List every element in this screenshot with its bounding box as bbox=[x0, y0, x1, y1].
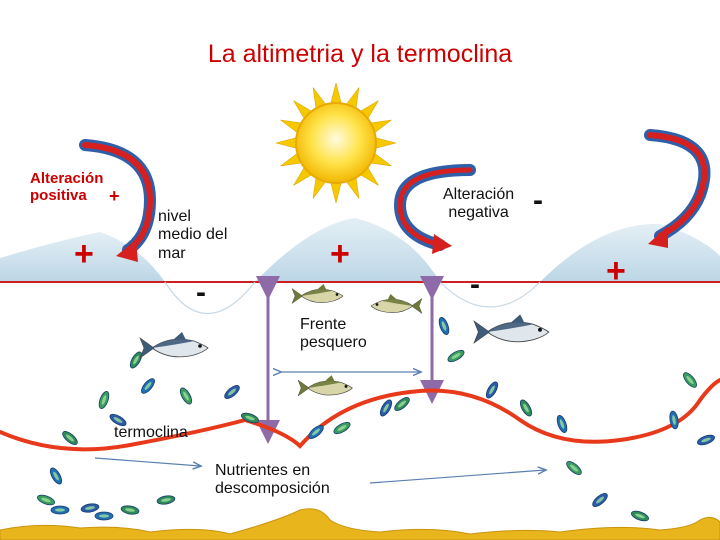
sea-level-label: nivel medio del mar bbox=[158, 208, 227, 263]
plankton-particle bbox=[681, 371, 699, 390]
plankton-particle bbox=[156, 494, 175, 505]
plankton-particle bbox=[51, 506, 69, 514]
plankton-particle bbox=[437, 316, 451, 336]
plankton-particle bbox=[696, 433, 716, 447]
plankton-particle bbox=[97, 390, 111, 410]
plus-marker-left: + bbox=[74, 237, 94, 271]
positive-alteration-label: Alteración positiva bbox=[30, 170, 103, 205]
plankton-particle bbox=[630, 509, 650, 523]
plankton-particle bbox=[378, 398, 394, 418]
fishing-front-label: Frente pesquero bbox=[300, 316, 367, 353]
minus-marker-left: - bbox=[196, 278, 206, 308]
plankton-particle bbox=[36, 493, 56, 507]
sun-ray bbox=[331, 183, 341, 203]
plankton-particle bbox=[48, 466, 64, 486]
minus-marker-right: - bbox=[470, 270, 480, 300]
fish-icon bbox=[140, 332, 208, 358]
thermocline-label: termoclina bbox=[114, 424, 188, 442]
fish-icon bbox=[292, 284, 343, 304]
fish-icon bbox=[298, 375, 352, 396]
positive-alteration-sign: + bbox=[109, 186, 120, 207]
sun-ray bbox=[376, 138, 396, 148]
plankton-particle bbox=[307, 423, 326, 441]
plankton-particle bbox=[555, 414, 569, 434]
plankton-particle bbox=[446, 348, 466, 364]
plankton-particle bbox=[332, 420, 352, 436]
plus-marker-right: + bbox=[606, 254, 626, 288]
negative-alteration-label: Alteración negativa bbox=[443, 186, 514, 223]
sun-ray bbox=[331, 83, 341, 103]
negative-alteration-sign: - bbox=[533, 186, 543, 216]
plankton-particle bbox=[128, 350, 144, 370]
sun-ray bbox=[276, 138, 296, 148]
plankton-particle bbox=[393, 395, 412, 413]
fish-icon bbox=[371, 294, 422, 314]
plankton-particle bbox=[80, 502, 99, 513]
plankton-particle bbox=[223, 383, 242, 401]
plankton-particle bbox=[178, 386, 194, 406]
plankton-particle bbox=[61, 429, 80, 447]
sun-icon bbox=[276, 83, 396, 203]
fish-icon bbox=[474, 314, 549, 343]
nutrients-label: Nutrientes en descomposición bbox=[215, 462, 330, 499]
plankton-particles bbox=[36, 316, 716, 523]
plankton-particle bbox=[518, 398, 534, 418]
page-title: La altimetria y la termoclina bbox=[0, 40, 720, 69]
plankton-particle bbox=[95, 512, 113, 520]
thermocline-line bbox=[0, 380, 720, 449]
plankton-particle bbox=[565, 459, 584, 477]
plankton-particle bbox=[591, 491, 610, 509]
plus-marker-center: + bbox=[330, 237, 350, 271]
plankton-particle bbox=[139, 377, 157, 396]
plankton-particle bbox=[484, 380, 500, 400]
plankton-particle bbox=[120, 504, 139, 515]
